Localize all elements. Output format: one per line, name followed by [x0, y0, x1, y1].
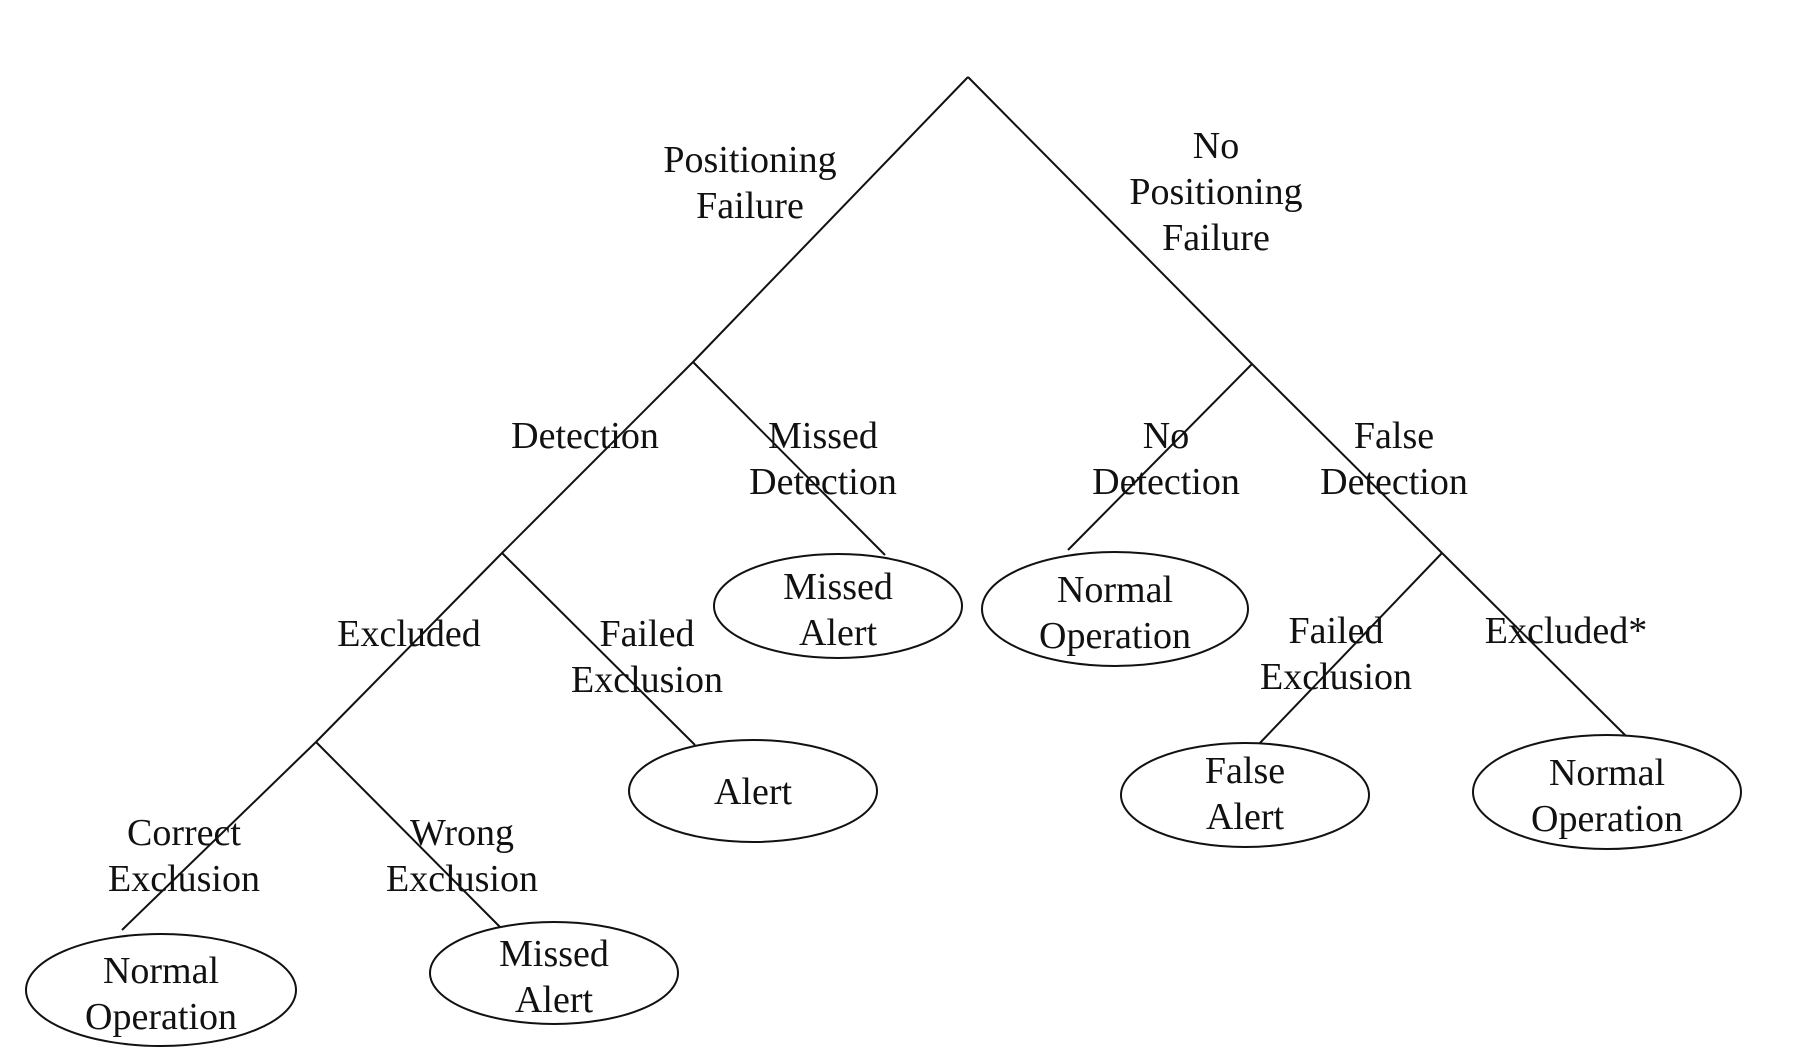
branch-label-line1: Failed: [600, 613, 695, 655]
edge-fd-excluded-star: [1441, 552, 1629, 739]
outcome-label-line1: Normal: [103, 950, 219, 992]
outcome-label-line1: Missed: [499, 933, 609, 975]
outcome-label-line1: Alert: [714, 771, 793, 813]
branch-label-correct-exclusion: Correct Exclusion: [108, 812, 260, 900]
outcome-node-missed-alert-1: Missed Alert: [713, 553, 963, 659]
outcome-label-line1: Normal: [1057, 569, 1173, 611]
outcome-node-normal-operation-2: Normal Operation: [1472, 734, 1742, 850]
branch-label-line3: Failure: [1162, 217, 1270, 259]
edge-root-no-positioning-failure: [967, 76, 1253, 365]
edge-detection-excluded: [315, 552, 503, 743]
branch-label-line1: Excluded: [337, 613, 481, 655]
edge-fd-failed-exclusion: [1257, 552, 1443, 746]
edge-detection-failed-exclusion: [501, 552, 696, 746]
outcome-label-line1: False: [1205, 750, 1285, 792]
branch-label-line1: Wrong: [410, 812, 514, 854]
edge-npf-false-detection: [1251, 363, 1443, 554]
branch-label-failed-exclusion-left: Failed Exclusion: [571, 613, 723, 701]
branch-label-line1: No: [1143, 415, 1189, 457]
branch-label-excluded-star: Excluded*: [1485, 610, 1648, 652]
outcome-label-line2: Alert: [799, 612, 878, 654]
branch-label-line1: Detection: [511, 415, 659, 457]
tree-edges: [121, 76, 1629, 931]
branch-label-missed-detection: Missed Detection: [749, 415, 897, 503]
branch-label-line1: No: [1193, 125, 1239, 167]
branch-label-line2: Exclusion: [386, 858, 538, 900]
branch-label-no-detection: No Detection: [1092, 415, 1240, 503]
branch-label-detection: Detection: [511, 415, 659, 457]
edge-pf-missed-detection: [692, 361, 886, 556]
edge-pf-detection: [501, 361, 694, 554]
branch-label-line2: Exclusion: [571, 659, 723, 701]
branch-label-positioning-failure: Positioning Failure: [663, 139, 836, 227]
branch-label-line1: Excluded*: [1485, 610, 1648, 652]
edge-excluded-wrong-exclusion: [315, 741, 504, 931]
edge-root-positioning-failure: [692, 76, 969, 363]
outcome-node-missed-alert-2: Missed Alert: [429, 921, 679, 1025]
branch-label-line1: Positioning: [663, 139, 836, 181]
branch-label-line1: Missed: [768, 415, 878, 457]
branch-label-line2: Detection: [749, 461, 897, 503]
outcome-node-normal-operation-3: Normal Operation: [25, 933, 297, 1047]
branch-label-line2: Detection: [1320, 461, 1468, 503]
branch-label-wrong-exclusion: Wrong Exclusion: [386, 812, 538, 900]
branch-label-line1: Correct: [127, 812, 241, 854]
branch-label-no-positioning-failure: No Positioning Failure: [1129, 125, 1302, 259]
outcome-node-normal-operation-1: Normal Operation: [981, 551, 1249, 667]
outcome-label-line1: Normal: [1549, 752, 1665, 794]
outcome-node-false-alert: False Alert: [1120, 742, 1370, 848]
branch-label-line1: Failed: [1289, 610, 1384, 652]
branch-label-line2: Failure: [696, 185, 804, 227]
branch-label-failed-exclusion-right: Failed Exclusion: [1260, 610, 1412, 698]
branch-label-line2: Exclusion: [108, 858, 260, 900]
branch-label-line1: False: [1354, 415, 1434, 457]
edge-excluded-correct-exclusion: [121, 741, 317, 931]
outcome-node-alert: Alert: [628, 739, 878, 843]
outcome-label-line2: Operation: [1039, 615, 1191, 657]
outcome-label-line2: Operation: [1531, 798, 1683, 840]
branch-label-excluded: Excluded: [337, 613, 481, 655]
outcome-label-line2: Alert: [515, 979, 594, 1021]
branch-label-false-detection: False Detection: [1320, 415, 1468, 503]
outcome-label-line1: Missed: [783, 566, 893, 608]
branch-label-line2: Exclusion: [1260, 656, 1412, 698]
outcome-label-line2: Alert: [1206, 796, 1285, 838]
branch-label-line2: Detection: [1092, 461, 1240, 503]
branch-label-line2: Positioning: [1129, 171, 1302, 213]
outcome-label-line2: Operation: [85, 996, 237, 1038]
edge-npf-no-detection: [1067, 363, 1253, 551]
